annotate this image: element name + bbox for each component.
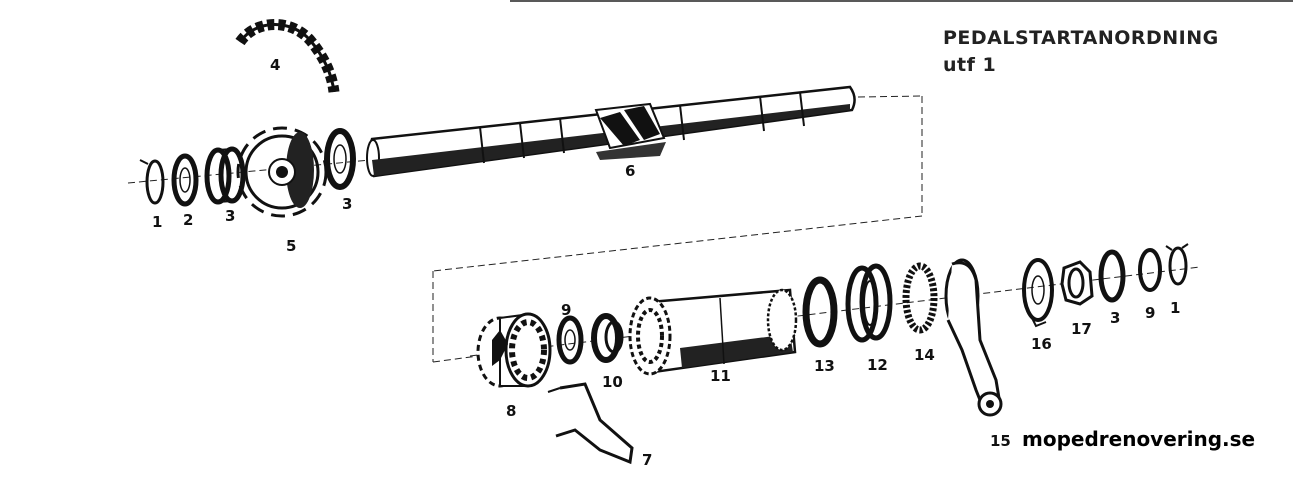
part-washer-16 (1022, 258, 1054, 328)
label-part-7: 7 (642, 451, 652, 469)
label-part-15: 15 (990, 432, 1011, 450)
part-chain (235, 19, 340, 93)
part-bearing-double (845, 263, 893, 343)
part-washer-lower-9 (1138, 248, 1162, 292)
label-part-11: 11 (710, 367, 731, 385)
part-bearing-upper-left (204, 146, 246, 205)
part-ratchet (476, 312, 552, 388)
part-seal-ring (802, 276, 838, 348)
part-washer-lower-left (556, 315, 584, 365)
part-circlip-lower (1165, 243, 1189, 286)
label-part-4: 4 (270, 56, 280, 74)
part-circlip-upper (139, 159, 165, 205)
part-needle-bearing (902, 262, 938, 334)
label-part-6: 6 (625, 162, 635, 180)
label-part-17: 17 (1071, 320, 1092, 338)
part-washer-upper (171, 153, 199, 207)
part-sprocket (236, 126, 328, 218)
label-part-3-upper-left: 3 (225, 207, 235, 225)
diagram-title: PEDALSTARTANORDNING (943, 27, 1219, 49)
part-washer-upper-right (324, 128, 356, 190)
label-part-12: 12 (867, 356, 888, 374)
part-kick-lever (944, 258, 1003, 417)
label-part-9-lower-left: 9 (561, 301, 571, 319)
part-washer-lower-3 (1098, 249, 1126, 303)
label-part-3-lower: 3 (1110, 309, 1120, 327)
watermark-text: mopedrenovering.se (1022, 427, 1255, 451)
part-bearing-lower (591, 313, 624, 363)
label-part-1-upper: 1 (152, 213, 162, 231)
label-part-16: 16 (1031, 335, 1052, 353)
part-spring-clip (547, 382, 634, 465)
diagram-subtitle: utf 1 (943, 54, 996, 76)
part-hex-nut (1060, 260, 1094, 306)
label-part-2: 2 (183, 211, 193, 229)
label-part-14: 14 (914, 346, 935, 364)
label-part-9-lower-right: 9 (1145, 304, 1155, 322)
label-part-13: 13 (814, 357, 835, 375)
label-part-8: 8 (506, 402, 516, 420)
part-kickstart-shaft (366, 85, 856, 178)
label-part-1-lower: 1 (1170, 299, 1180, 317)
label-part-3-upper-right: 3 (342, 195, 352, 213)
label-part-10: 10 (602, 373, 623, 391)
part-gear-sleeve (628, 288, 798, 376)
label-part-5: 5 (286, 237, 296, 255)
